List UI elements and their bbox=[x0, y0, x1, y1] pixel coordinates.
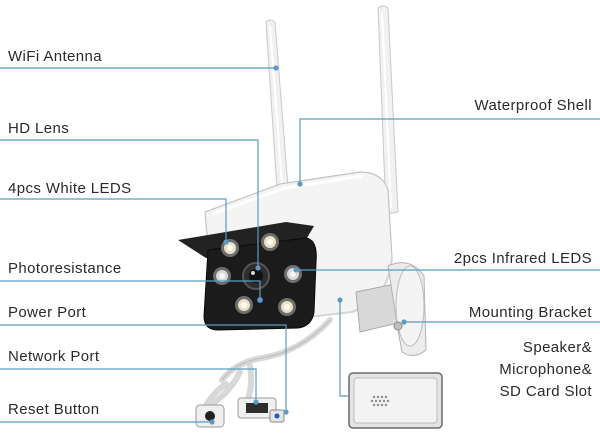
label-wifi-antenna: WiFi Antenna bbox=[8, 48, 103, 65]
label-speaker-line3: SD Card Slot bbox=[499, 383, 592, 400]
power-port-connector bbox=[195, 404, 225, 428]
wifi-antenna-left bbox=[265, 19, 290, 205]
label-photoresistance: Photoresistance bbox=[8, 260, 122, 277]
speaker-grille bbox=[370, 395, 390, 407]
infrared-led-right bbox=[284, 265, 302, 283]
speaker-sd-card-panel bbox=[348, 372, 443, 429]
label-network-port: Network Port bbox=[8, 348, 100, 365]
label-power-port: Power Port bbox=[8, 304, 87, 321]
infrared-led-left bbox=[213, 267, 231, 285]
reset-button-part bbox=[269, 409, 285, 423]
white-led-top-right bbox=[261, 233, 279, 251]
leader-photoresistance bbox=[0, 280, 261, 300]
white-led-bottom-left bbox=[235, 296, 253, 314]
white-led-bottom-right bbox=[278, 298, 296, 316]
leader-speaker-panel bbox=[339, 300, 349, 397]
label-white-leds: 4pcs White LEDS bbox=[8, 180, 132, 197]
label-speaker-line2: Microphone& bbox=[499, 361, 592, 378]
wifi-antenna-right bbox=[377, 5, 399, 215]
label-speaker-microphone-sd: Speaker& Microphone& SD Card Slot bbox=[499, 337, 592, 403]
mounting-bracket bbox=[355, 262, 427, 356]
leader-waterproof-shell bbox=[299, 118, 600, 184]
label-mounting-bracket: Mounting Bracket bbox=[468, 304, 592, 321]
label-speaker-line1: Speaker& bbox=[522, 339, 592, 356]
leader-hd-lens bbox=[0, 139, 259, 268]
leader-lines bbox=[0, 67, 600, 423]
leader-power-port bbox=[0, 324, 287, 412]
leader-dots bbox=[209, 65, 407, 425]
leader-network-port bbox=[0, 368, 257, 402]
network-port-connector bbox=[237, 397, 277, 419]
label-reset-button: Reset Button bbox=[8, 401, 100, 418]
label-infrared-leds: 2pcs Infrared LEDS bbox=[453, 250, 592, 267]
hd-lens bbox=[242, 262, 270, 290]
label-waterproof-shell: Waterproof Shell bbox=[474, 97, 592, 114]
leader-white-leds bbox=[0, 198, 227, 242]
label-hd-lens: HD Lens bbox=[8, 120, 70, 137]
